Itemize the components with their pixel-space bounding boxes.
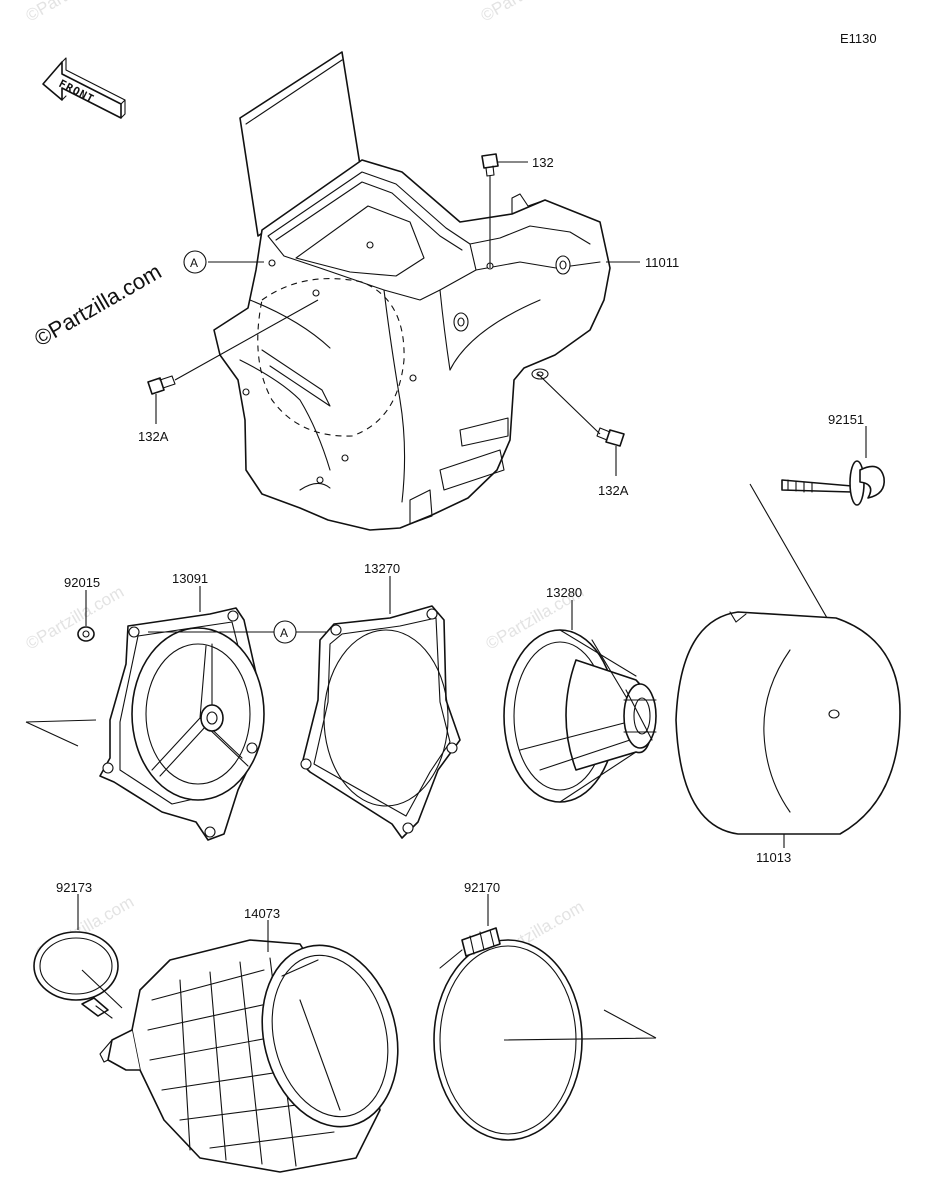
label-large-clamp: 92170: [464, 880, 500, 895]
label-holder: 13091: [172, 571, 208, 586]
case-bolt-left: [147, 375, 176, 395]
label-gasket: 13270: [364, 561, 400, 576]
label-case-bolt-top: 132: [532, 155, 554, 170]
intake-duct: [99, 939, 399, 1173]
label-filter-frame: 13280: [546, 585, 582, 600]
ref-marker-label: A: [190, 256, 198, 270]
label-air-filter-element: 11013: [756, 850, 791, 865]
case-bolt-top: [481, 153, 499, 177]
ref-marker-label: A: [280, 626, 288, 640]
air-cleaner-case: [213, 51, 611, 531]
gasket: [300, 605, 461, 839]
label-grommet: 92015: [64, 575, 100, 590]
label-case-bolt-right: 132A: [598, 483, 629, 498]
grommet: [77, 626, 95, 642]
holder: [99, 607, 265, 841]
large-clamp: [433, 927, 583, 1141]
watermark-text: ©Partzilla.com: [23, 0, 128, 25]
wing-bolt: [781, 460, 885, 506]
ref-marker-a: A: [273, 620, 297, 644]
watermark-text: ©Partzilla.com: [478, 0, 583, 25]
case-bolt-right: [596, 427, 625, 447]
ref-marker-a: A: [183, 250, 207, 274]
diagram-code: E1130: [840, 31, 877, 46]
label-intake-duct: 14073: [244, 906, 280, 921]
watermark-text: ©Partzilla.com: [23, 582, 128, 653]
air-filter-element: [675, 611, 901, 835]
small-clamp: [33, 931, 119, 1019]
label-case-bolt-left: 132A: [138, 429, 169, 444]
label-small-clamp: 92173: [56, 880, 92, 895]
front-arrow-icon: FRONT: [42, 57, 126, 119]
filter-frame: [503, 629, 657, 803]
label-wing-bolt: 92151: [828, 412, 864, 427]
label-air-cleaner-case: 11011: [645, 255, 679, 270]
partzilla-watermark: ©Partzilla.com: [30, 259, 166, 352]
